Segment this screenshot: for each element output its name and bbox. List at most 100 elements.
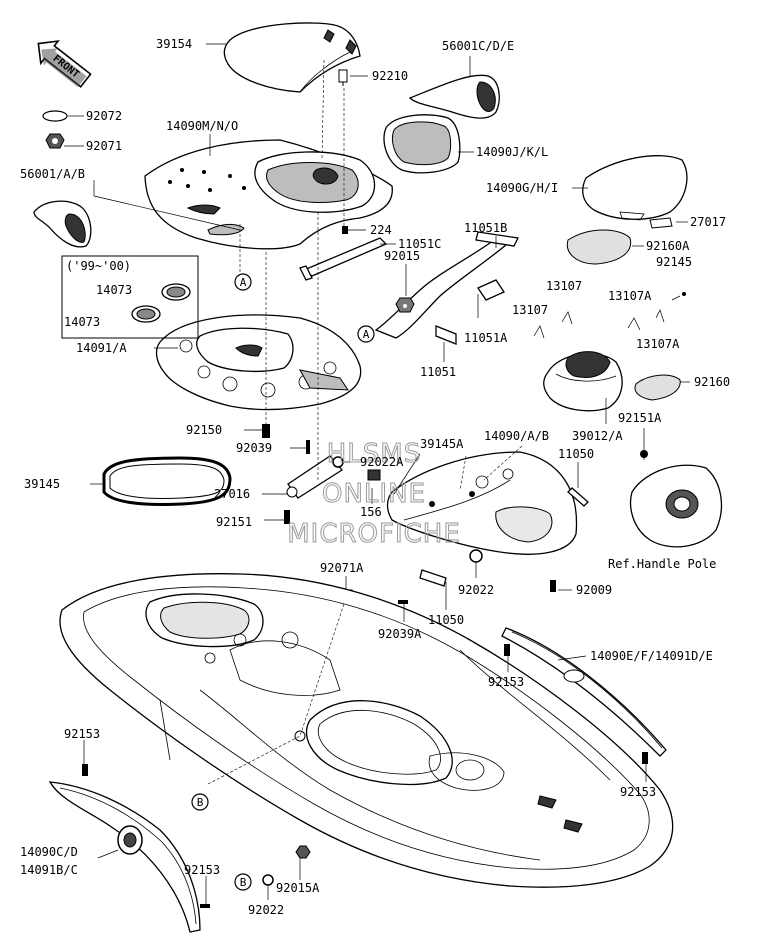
label-92153-b: 92153 [64, 727, 100, 741]
nut-92071 [45, 133, 65, 149]
watermark-line-3: MICROFICHE [287, 519, 461, 549]
bracket-27016 [262, 424, 343, 524]
label-92210: 92210 [372, 69, 408, 83]
handle-pole-ref-part [629, 446, 723, 548]
bolt-92039a [398, 600, 408, 604]
label-39012a: 39012/A [572, 429, 623, 443]
label-11050-upper: 11050 [558, 447, 594, 461]
visor-trim-part [383, 114, 461, 174]
callout-b-upper-label: B [197, 796, 204, 809]
seal-39145 [102, 456, 232, 506]
clips-13107 [533, 292, 686, 339]
label-13107a-a: 13107A [608, 289, 652, 303]
mirror-right-part [408, 74, 500, 119]
label-39145: 39145 [24, 477, 60, 491]
label-92015: 92015 [384, 249, 420, 263]
label-13107-b: 13107 [512, 303, 548, 317]
front-direction-arrow: FRONT [37, 40, 92, 88]
label-92022a: 92022A [360, 455, 404, 469]
bolt-92210 [338, 69, 348, 86]
hull-deck-part [59, 573, 674, 888]
housing-39012a [543, 351, 623, 412]
label-224: 224 [370, 223, 392, 237]
nut-92015 [395, 297, 415, 313]
label-92151: 92151 [216, 515, 252, 529]
bracket-11050-lower [419, 569, 447, 587]
bracket-11050-upper [567, 487, 589, 507]
callout-a-lower: A [357, 325, 375, 343]
label-92071a: 92071A [320, 561, 364, 575]
label-92153-d: 92153 [184, 863, 220, 877]
callout-a-upper-label: A [240, 276, 247, 289]
label-92039: 92039 [236, 441, 272, 455]
label-92039a: 92039A [378, 627, 422, 641]
label-14090mno: 14090M/N/O [166, 119, 238, 133]
label-14090ghi: 14090G/H/I [486, 181, 558, 195]
label-92072: 92072 [86, 109, 122, 123]
label-14090ab: 14090/A/B [484, 429, 549, 443]
bolt-92009 [550, 580, 556, 592]
label-14091a: 14091/A [76, 341, 127, 355]
label-13107-a: 13107 [546, 279, 582, 293]
label-92015a: 92015A [276, 881, 320, 895]
label-ref-handle-pole: Ref.Handle Pole [608, 557, 716, 571]
label-39145a: 39145A [420, 437, 464, 451]
label-11050-lower: 11050 [428, 613, 464, 627]
storage-lid-part [582, 155, 688, 221]
label-11051: 11051 [420, 365, 456, 379]
part-labels: 39154 56001C/D/E 92210 92072 92071 14090… [20, 37, 730, 917]
side-panel-left-part [48, 764, 201, 933]
watermark: HLSMS ONLINE MICROFICHE [287, 439, 461, 550]
watermark-line-1: HLSMS [327, 439, 421, 469]
handle-pole-cover-part [386, 451, 578, 555]
label-27017: 27017 [690, 215, 726, 229]
lower-console-part [155, 314, 362, 411]
washer-92022 [469, 549, 483, 563]
label-11051b: 11051B [464, 221, 507, 235]
label-56001cde: 56001C/D/E [442, 39, 514, 53]
top-deck-cover-part [144, 139, 393, 250]
watermark-line-2: ONLINE [322, 479, 426, 509]
label-92150: 92150 [186, 423, 222, 437]
label-92153-c: 92153 [620, 785, 656, 799]
label-14073-a: 14073 [96, 283, 132, 297]
label-14090cd: 14090C/D [20, 845, 78, 859]
label-11051a: 11051A [464, 331, 508, 345]
pad-92160 [634, 374, 681, 401]
side-panel-right-part [501, 627, 667, 764]
label-92009: 92009 [576, 583, 612, 597]
label-92022-b: 92022 [248, 903, 284, 917]
screw-224 [342, 226, 348, 234]
label-13107a-b: 13107A [636, 337, 680, 351]
label-39154: 39154 [156, 37, 192, 51]
label-years: ('99~'00) [66, 259, 131, 273]
seat-cover-part [223, 22, 361, 93]
pad-92160a [566, 229, 632, 265]
callout-b-lower-label: B [240, 876, 247, 889]
bracket-11051c [299, 237, 388, 281]
callout-b-upper: B [191, 793, 209, 811]
label-92145: 92145 [656, 255, 692, 269]
label-14090jkl: 14090J/K/L [476, 145, 548, 159]
label-56001ab: 56001/A/B [20, 167, 85, 181]
label-27017 [649, 217, 673, 229]
callout-a-lower-label: A [363, 328, 370, 341]
mirror-left-part [33, 200, 92, 248]
label-92160: 92160 [694, 375, 730, 389]
label-11051c: 11051C [398, 237, 441, 251]
label-92153-a: 92153 [488, 675, 524, 689]
label-27016: 27016 [214, 487, 250, 501]
fasteners-bottom [200, 845, 311, 908]
callout-a-upper: A [234, 273, 252, 291]
bracket-11051a [477, 279, 505, 301]
callout-b-lower: B [234, 873, 252, 891]
label-92160a: 92160A [646, 239, 690, 253]
leader-lines [64, 43, 690, 904]
label-14090ef: 14090E/F/14091D/E [590, 649, 713, 663]
label-14073-b: 14073 [64, 315, 100, 329]
label-92022: 92022 [458, 583, 494, 597]
clip-92072 [42, 110, 68, 122]
label-14091bc: 14091B/C [20, 863, 78, 877]
